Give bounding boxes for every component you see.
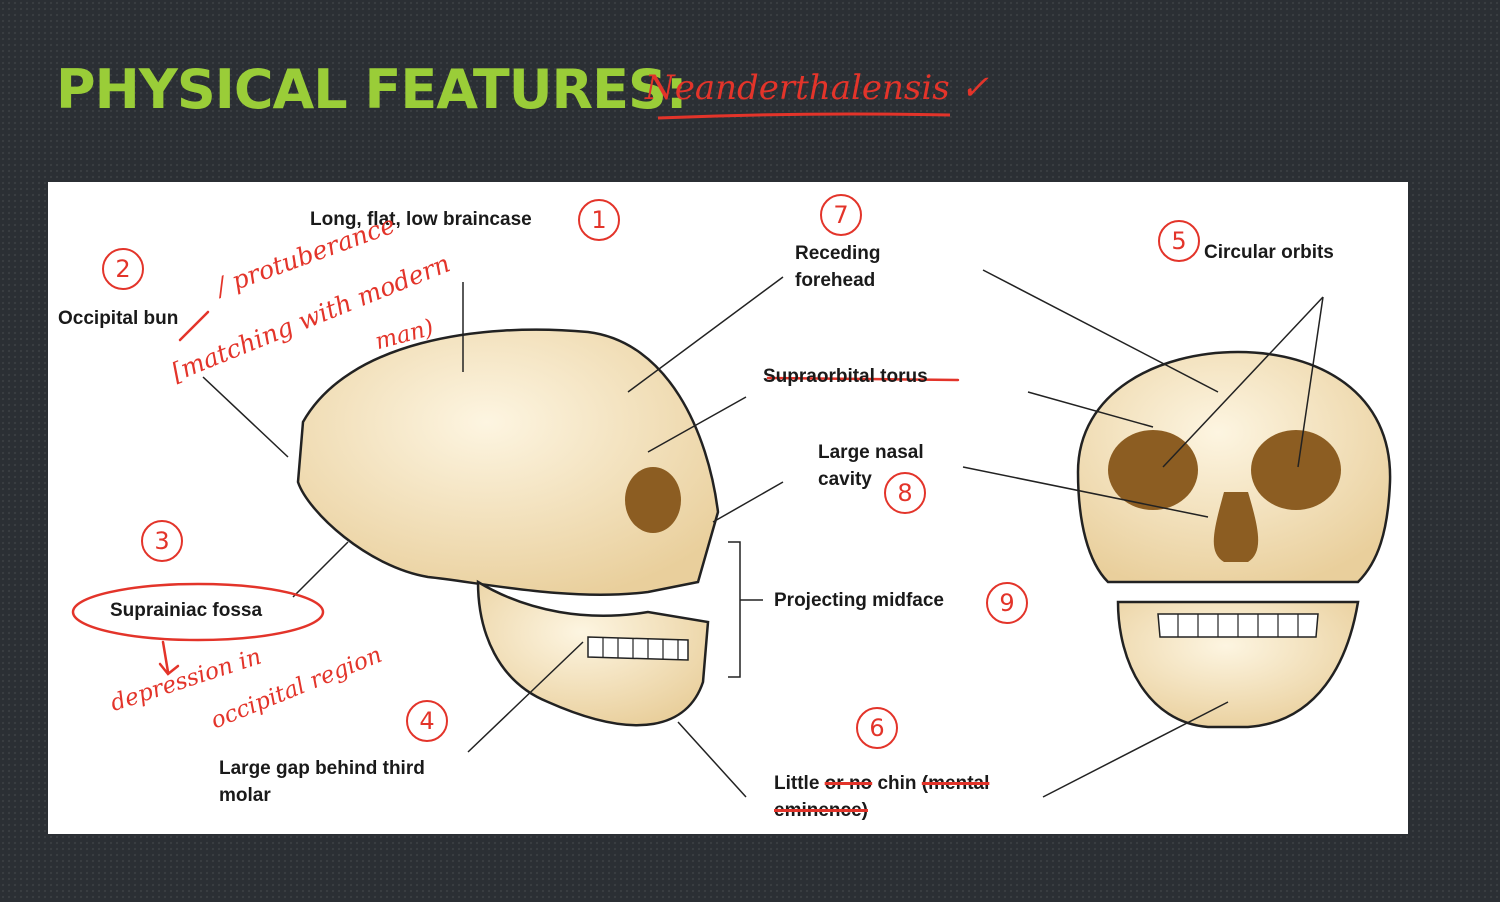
suprainiac-circle: [71, 582, 325, 642]
label-chin-struck2: (mental: [921, 773, 990, 794]
side-eye-socket: [625, 467, 681, 533]
title-underline: [657, 112, 951, 120]
front-left-orbit: [1108, 430, 1198, 510]
label-chin-struck3: eminence): [774, 800, 868, 821]
badge-6: 6: [856, 707, 898, 749]
badge-4: 4: [406, 700, 448, 742]
label-receding-2: forehead: [795, 270, 876, 291]
label-nasal-1: Large nasal: [818, 442, 924, 463]
label-gap-1: Large gap behind third: [219, 758, 425, 779]
label-braincase: Long, flat, low braincase: [310, 209, 532, 230]
badge-7: 7: [820, 194, 862, 236]
front-nasal-cavity: [1213, 492, 1259, 562]
badge-2: 2: [102, 248, 144, 290]
label-nasal-2: cavity: [818, 469, 872, 490]
front-skull-cranium: [1076, 350, 1392, 584]
label-chin-little: Little: [774, 773, 820, 794]
badge-5: 5: [1158, 220, 1200, 262]
label-circular-orbits: Circular orbits: [1204, 242, 1334, 263]
label-midface: Projecting midface: [774, 590, 944, 611]
front-right-orbit: [1251, 430, 1341, 510]
diagram-panel: Long, flat, low braincase Occipital bun …: [48, 182, 1408, 834]
badge-8: 8: [884, 472, 926, 514]
label-chin-word: chin: [877, 773, 917, 794]
label-suprainiac: Suprainiac fossa: [110, 600, 263, 621]
label-chin: Little or no chin (mental: [774, 770, 989, 797]
badge-3: 3: [141, 520, 183, 562]
label-supraorbital: Supraorbital torus: [763, 366, 928, 387]
title-annotation: Neanderthalensis ✓: [645, 68, 989, 108]
badge-9: 9: [986, 582, 1028, 624]
side-skull-cranium: [296, 328, 720, 597]
skull-illustration: [71, 269, 1392, 798]
label-receding-1: Receding: [795, 243, 881, 264]
badge-1: 1: [578, 199, 620, 241]
slide-title: PHYSICAL FEATURES:: [56, 58, 688, 121]
label-gap-2: molar: [219, 785, 271, 806]
label-chin-struck: or no: [824, 773, 873, 794]
label-occipital-bun: Occipital bun: [58, 308, 179, 329]
